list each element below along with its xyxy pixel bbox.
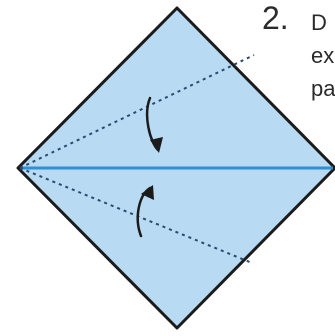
step-text-line-1: D xyxy=(311,12,327,34)
step-number: 2. xyxy=(262,2,289,34)
step-text-line-3: pa xyxy=(311,78,335,100)
step-text-line-2: ex xyxy=(311,45,334,67)
